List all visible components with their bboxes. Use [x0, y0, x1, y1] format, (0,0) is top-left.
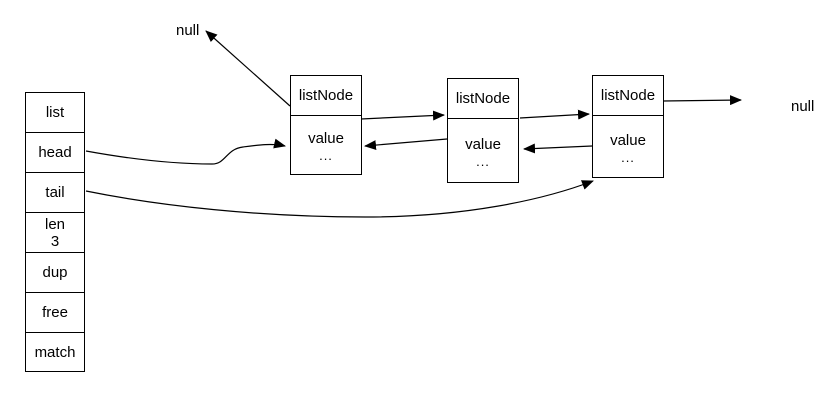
struct-cell-head: head	[26, 133, 84, 173]
list-node-2: listNode value ...	[447, 78, 519, 183]
node-ellipsis: ...	[476, 153, 490, 169]
null-label-head-prev: null	[176, 22, 200, 39]
next-null-arrow	[662, 95, 742, 106]
next-arrow-node2-node3	[519, 109, 590, 120]
node-ellipsis: ...	[319, 148, 333, 163]
next-arrow-node1-node2	[360, 110, 445, 121]
struct-cell-tail: tail	[26, 173, 84, 213]
prev-arrow-node2-node1	[364, 138, 448, 151]
struct-cell-free: free	[26, 293, 84, 333]
list-node-1: listNode value ...	[290, 75, 362, 175]
struct-cell-list: list	[26, 93, 84, 133]
struct-cell-match: match	[34, 343, 76, 361]
null-label-tail-next: null	[791, 98, 815, 115]
node-title: listNode	[593, 76, 663, 116]
list-node-3: listNode value ...	[592, 75, 664, 178]
node-title: listNode	[291, 76, 361, 116]
node-body: value ...	[291, 116, 361, 175]
node-body: value ...	[448, 119, 518, 183]
node-value: value	[308, 130, 344, 147]
head-pointer-arrow	[85, 138, 286, 165]
node-body: value ...	[593, 116, 663, 178]
prev-arrow-node3-node2	[523, 143, 593, 154]
struct-cell-len: len 3	[26, 213, 84, 253]
node-ellipsis: ...	[621, 149, 635, 165]
node-title: listNode	[448, 79, 518, 119]
node-value: value	[465, 135, 501, 153]
list-struct-table: list head tail len 3 dup free match	[25, 92, 85, 372]
struct-cell-dup: dup	[26, 253, 84, 293]
tail-pointer-arrow	[85, 180, 594, 218]
node-value: value	[610, 131, 646, 149]
prev-null-arrow	[205, 30, 291, 107]
